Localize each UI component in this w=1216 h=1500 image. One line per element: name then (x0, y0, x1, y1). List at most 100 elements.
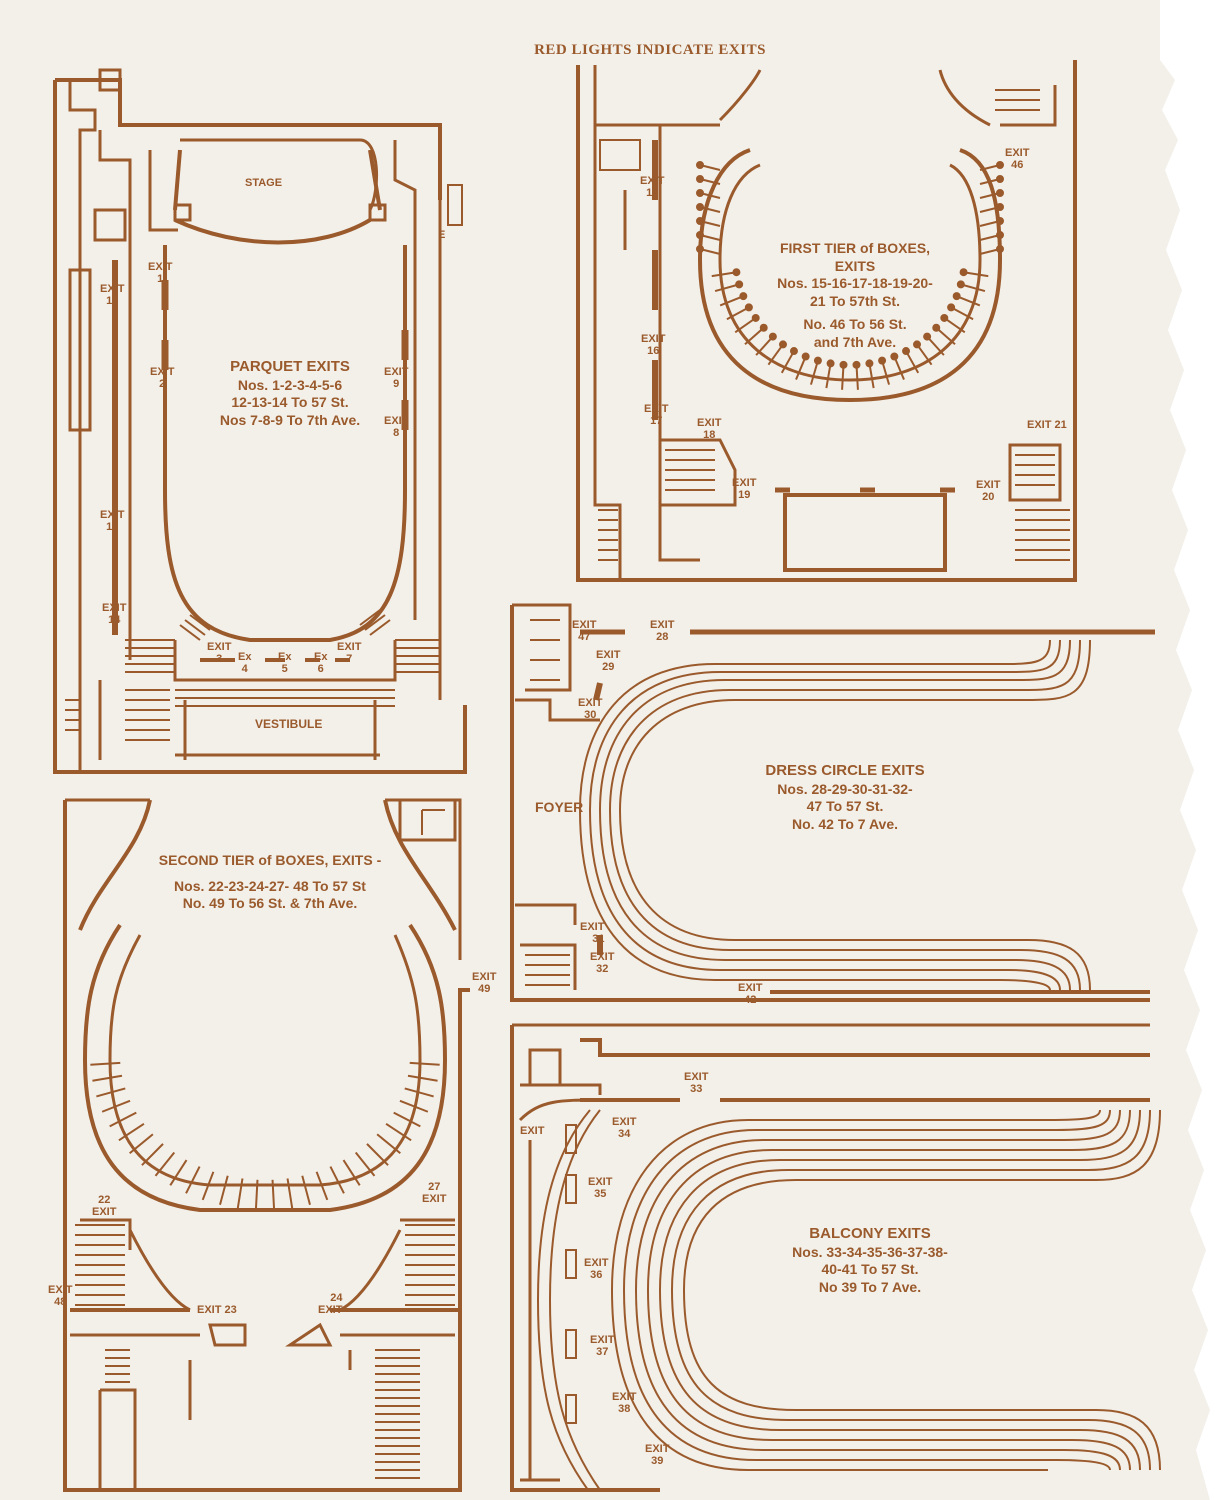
box-mark-dot (902, 347, 911, 356)
seat-box-marks (90, 161, 1004, 1424)
torn-edge (1160, 0, 1216, 1500)
balcony-box (565, 1174, 577, 1204)
balcony-title: BALCONY EXITS (809, 1225, 931, 1242)
box-mark (393, 1111, 421, 1128)
balcony-box (565, 1249, 577, 1279)
first-tier-line-2: 21 To 57th St. (810, 292, 900, 309)
box-mark (935, 326, 956, 346)
box-mark-dot (696, 175, 704, 183)
box-mark (315, 1171, 329, 1201)
box-mark-dot (801, 352, 810, 361)
box-mark (868, 363, 875, 389)
box-mark (399, 1099, 429, 1113)
box-mark (893, 356, 905, 380)
dress-circle-line-3: No. 42 To 7 Ave. (791, 815, 899, 832)
mark-e: E (438, 229, 446, 241)
box-mark (881, 360, 891, 385)
box-mark-dot (890, 352, 899, 361)
box-mark (943, 317, 966, 334)
box-mark-dot (768, 332, 777, 341)
box-mark-dot (696, 231, 704, 239)
box-mark (201, 1171, 215, 1201)
box-mark (286, 1178, 294, 1209)
box-mark-dot (878, 356, 887, 365)
box-mark (404, 1087, 434, 1098)
box-mark (855, 364, 859, 390)
second-tier-title: SECOND TIER of BOXES, EXITS - (158, 852, 382, 868)
box-mark-dot (778, 340, 787, 349)
box-mark-dot (759, 323, 768, 332)
exit-label: EXIT 21 (1027, 419, 1067, 431)
parquet-line-3: Nos 7-8-9 To 7th Ave. (219, 411, 361, 428)
box-mark-dot (996, 175, 1004, 183)
dress-circle-rows (578, 639, 1091, 991)
box-mark (956, 295, 981, 307)
parquet-line-1: Nos. 1-2-3-4-5-6 (237, 376, 343, 393)
box-mark-dot (940, 313, 949, 322)
box-mark (744, 326, 765, 346)
parquet-title: PARQUET EXITS (230, 358, 350, 375)
dress-circle-line-1: Nos. 28-29-30-31-32- (777, 780, 913, 797)
box-mark-dot (696, 203, 704, 211)
box-mark-dot (696, 189, 704, 197)
first-tier-line-1: Nos. 15-16-17-18-19-20- (777, 275, 933, 291)
box-mark (963, 271, 989, 278)
first-tier-line-3: No. 46 To 56 St. (803, 316, 907, 332)
second-tier-line-1: Nos. 22-23-24-27- 48 To 57 St (174, 877, 366, 894)
box-mark (141, 1143, 164, 1166)
box-mark-dot (996, 231, 1004, 239)
first-tier-title: FIRST TIER of BOXES, EXITS (779, 240, 931, 274)
balcony-plan (510, 1023, 1150, 1492)
dress-circle-plan (510, 603, 1155, 1002)
box-mark-dot (956, 280, 965, 289)
balcony-rows (536, 1109, 1161, 1491)
box-mark-dot (996, 217, 1004, 225)
box-mark-dot (996, 189, 1004, 197)
box-mark-dot (996, 245, 1004, 253)
box-mark (236, 1178, 244, 1209)
box-mark (780, 350, 795, 374)
box-mark-dot (813, 356, 822, 365)
box-mark (407, 1074, 438, 1082)
exit-label: EXIT (520, 1125, 545, 1137)
first-tier-line-4: and 7th Ave. (813, 333, 897, 350)
box-mark-dot (996, 161, 1004, 169)
box-mark (118, 1122, 145, 1142)
box-mark (169, 1159, 188, 1186)
balcony-line-3: No 39 To 7 Ave. (818, 1278, 922, 1295)
balcony-line-2: 40-41 To 57 St. (821, 1261, 919, 1278)
vestibule-label: VESTIBULE (255, 717, 323, 731)
stage-label: STAGE (245, 177, 283, 189)
balcony-box (565, 1394, 577, 1424)
box-mark-dot (996, 203, 1004, 211)
box-mark (926, 335, 945, 356)
box-mark-dot (932, 323, 941, 332)
box-mark (905, 350, 920, 374)
balcony-box (565, 1329, 577, 1359)
box-mark (734, 317, 757, 334)
